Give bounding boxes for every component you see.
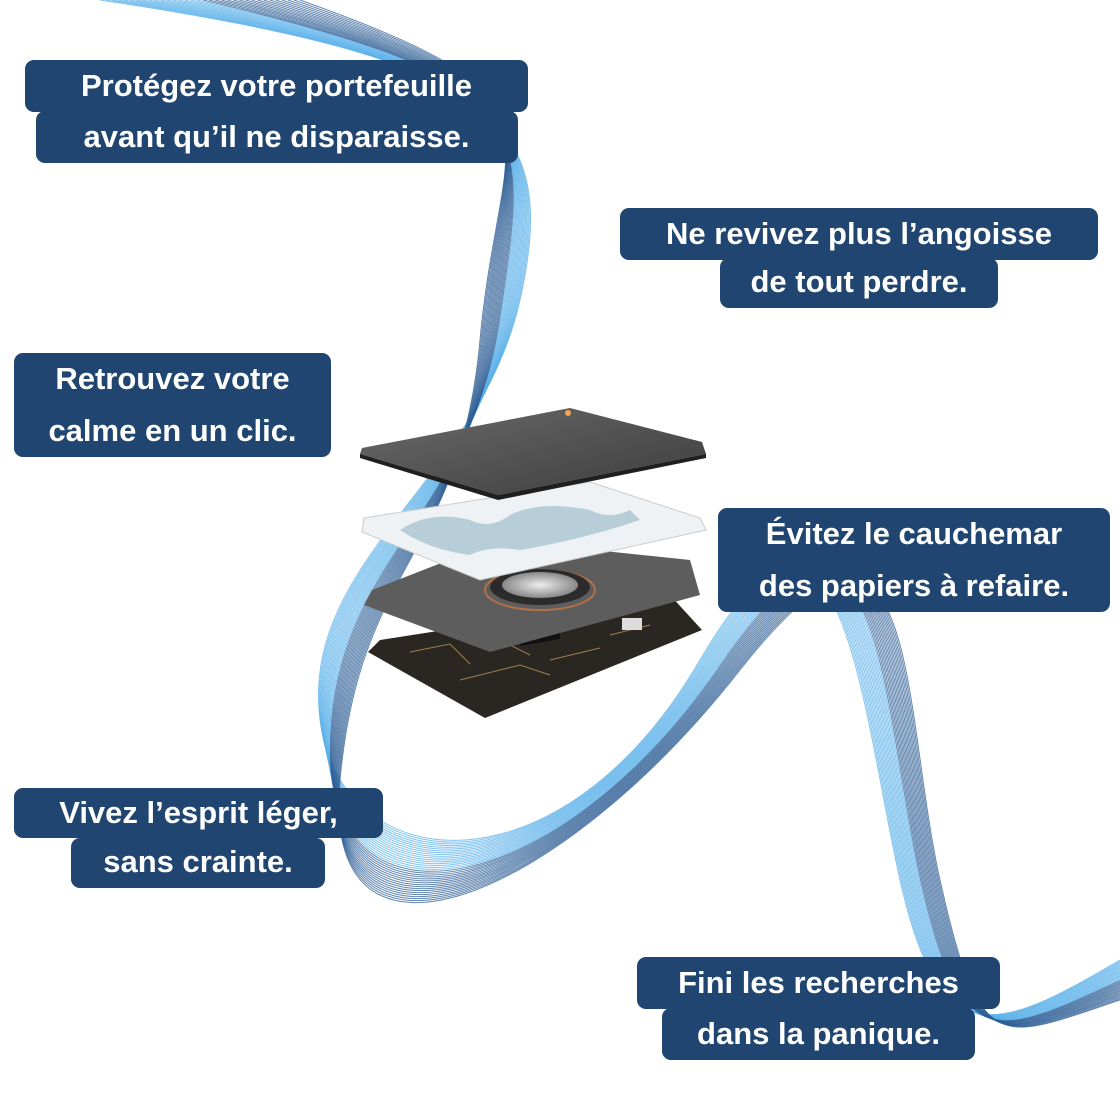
callout-line: Fini les recherches [637,957,1000,1009]
wave-line [105,0,1120,1016]
wave-line [245,0,1120,1024]
wave-line [190,0,1120,1021]
wave-line [184,0,1120,1020]
wave-line [251,0,1120,1025]
callout-line: Protégez votre portefeuille [25,60,528,112]
wave-line [293,0,1120,1028]
wave-line [136,0,1120,1018]
callout-line: de tout perdre. [720,258,998,308]
callout-line: dans la panique. [662,1008,975,1060]
wave-line [233,0,1120,1023]
pcb-layer [368,595,702,718]
wave-line [281,0,1120,1027]
top-cover-layer [360,408,706,495]
callout-line: calme en un clic. [14,405,331,457]
exploded-smart-card-icon [360,408,707,718]
callout-line: des papiers à refaire. [718,560,1110,612]
callout-line: Évitez le cauchemar [718,508,1110,560]
callout-light-mind: Vivez l’esprit léger, sans crainte. [14,788,383,888]
wave-line [202,0,1120,1022]
wave-line [148,0,1120,1018]
callout-line: Retrouvez votre [14,353,331,405]
wave-line [239,0,1120,1024]
wave-line [215,0,1120,1022]
wave-line [196,0,1120,1021]
callout-papers: Évitez le cauchemar des papiers à refair… [718,508,1110,612]
wave-line [263,0,1120,1025]
callout-line: Vivez l’esprit léger, [14,788,383,838]
wave-line [118,0,1120,1017]
wave-line [299,0,1120,1028]
wave-line [178,0,1120,1020]
callout-protect-wallet: Protégez votre portefeuille avant qu’il … [25,60,528,163]
wave-line [269,0,1120,1026]
wave-line [287,0,1120,1027]
wave-line [124,0,1120,1017]
callout-no-anxiety: Ne revivez plus l’angoisse de tout perdr… [620,208,1098,308]
wave-line [112,0,1120,1016]
callout-no-panic: Fini les recherches dans la panique. [637,957,1000,1060]
wave-line [227,0,1120,1023]
wave-line [99,0,1120,1016]
wave-line [257,0,1120,1025]
wave-line [166,0,1120,1019]
callout-line: sans crainte. [71,838,325,888]
callout-calm: Retrouvez votre calme en un clic. [14,353,331,457]
wave-line [160,0,1120,1019]
wave-line [172,0,1120,1020]
wave-line [130,0,1120,1017]
wave-line [208,0,1120,1022]
wave-line [154,0,1120,1019]
callout-line: Ne revivez plus l’angoisse [620,208,1098,260]
callout-line: avant qu’il ne disparaisse. [35,111,518,163]
wave-line [275,0,1120,1026]
wave-line [221,0,1120,1023]
wave-line [142,0,1120,1018]
